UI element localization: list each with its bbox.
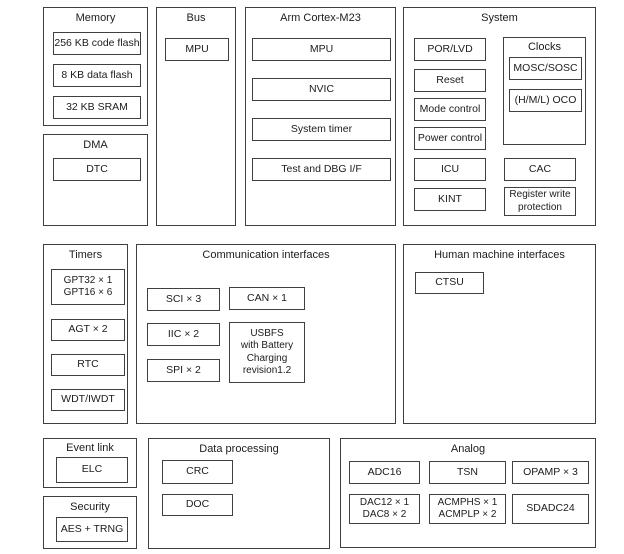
group-memory: Memory 256 KB code flash 8 KB data flash… — [43, 7, 148, 126]
block-icu: ICU — [414, 158, 486, 181]
block-kint: KINT — [414, 188, 486, 211]
dac-line2: DAC8 × 2 — [362, 509, 407, 520]
usbfs-line3: Charging — [246, 352, 288, 364]
register-write-line1: Register write — [509, 189, 571, 201]
block-doc: DOC — [162, 494, 233, 516]
block-acmp: ACMPHS × 1 ACMPLP × 2 — [429, 494, 506, 524]
timers-title: Timers — [68, 249, 103, 261]
hmi-title: Human machine interfaces — [434, 249, 565, 261]
block-cortex-mpu: MPU — [252, 38, 391, 61]
block-cac: CAC — [504, 158, 576, 181]
acmp-line1: ACMPHS × 1 — [437, 496, 498, 508]
block-data-flash: 8 KB data flash — [53, 64, 141, 87]
usbfs-line4: revision1.2 — [242, 364, 292, 376]
block-system-timer: System timer — [252, 118, 391, 141]
block-elc: ELC — [56, 457, 128, 483]
block-wdt-iwdt: WDT/IWDT — [51, 389, 125, 411]
block-ctsu: CTSU — [415, 272, 484, 294]
acmp-line2: ACMPLP × 2 — [438, 509, 497, 520]
group-dma: DMA DTC — [43, 134, 148, 226]
block-dtc: DTC — [53, 158, 141, 181]
data-processing-title: Data processing — [199, 443, 279, 455]
block-sram: 32 KB SRAM — [53, 96, 141, 119]
usbfs-line1: USBFS — [250, 327, 284, 339]
block-can: CAN × 1 — [229, 287, 305, 310]
block-sci: SCI × 3 — [147, 288, 220, 311]
register-write-line2: protection — [518, 201, 562, 213]
block-adc16: ADC16 — [349, 461, 420, 484]
block-por-lvd: POR/LVD — [414, 38, 486, 61]
group-analog: Analog ADC16 TSN OPAMP × 3 DAC12 × 1 DAC… — [340, 438, 596, 548]
block-agt: AGT × 2 — [51, 319, 125, 341]
block-iic: IIC × 2 — [147, 323, 220, 346]
block-power-control: Power control — [414, 127, 486, 150]
security-title: Security — [70, 501, 110, 513]
block-nvic: NVIC — [252, 78, 391, 101]
analog-title: Analog — [450, 443, 486, 455]
bus-title: Bus — [186, 12, 206, 24]
memory-title: Memory — [75, 12, 116, 24]
block-mode-control: Mode control — [414, 98, 486, 121]
group-event-link: Event link ELC — [43, 438, 137, 488]
block-test-dbg: Test and DBG I/F — [252, 158, 391, 181]
event-link-title: Event link — [66, 442, 114, 454]
group-system: System POR/LVD Reset Mode control Power … — [403, 7, 596, 226]
block-tsn: TSN — [429, 461, 506, 484]
block-crc: CRC — [162, 460, 233, 484]
comm-title: Communication interfaces — [202, 249, 330, 261]
block-code-flash: 256 KB code flash — [53, 32, 141, 55]
block-dac: DAC12 × 1 DAC8 × 2 — [349, 494, 420, 524]
dma-title: DMA — [83, 139, 108, 151]
dac-line1: DAC12 × 1 — [359, 496, 410, 508]
block-bus-mpu: MPU — [165, 38, 229, 61]
block-usbfs: USBFS with Battery Charging revision1.2 — [229, 322, 305, 383]
block-sdadc24: SDADC24 — [512, 494, 589, 524]
group-bus: Bus MPU — [156, 7, 236, 226]
block-spi: SPI × 2 — [147, 359, 220, 382]
usbfs-line2: with Battery — [240, 340, 294, 352]
block-register-write-protection: Register write protection — [504, 187, 576, 216]
block-opamp: OPAMP × 3 — [512, 461, 589, 484]
group-security: Security AES + TRNG — [43, 496, 137, 549]
group-clocks: Clocks MOSC/SOSC (H/M/L) OCO — [503, 37, 586, 145]
group-cortex: Arm Cortex-M23 MPU NVIC System timer Tes… — [245, 7, 396, 226]
group-data-processing: Data processing CRC DOC — [148, 438, 330, 549]
gpt-line1: GPT32 × 1 — [63, 274, 113, 286]
group-comm-interfaces: Communication interfaces SCI × 3 IIC × 2… — [136, 244, 396, 424]
gpt-line2: GPT16 × 6 — [63, 287, 113, 298]
block-reset: Reset — [414, 69, 486, 92]
cortex-title: Arm Cortex-M23 — [280, 12, 361, 24]
system-title: System — [481, 12, 518, 24]
group-hmi: Human machine interfaces CTSU — [403, 244, 596, 424]
block-gpt: GPT32 × 1 GPT16 × 6 — [51, 269, 125, 305]
group-timers: Timers GPT32 × 1 GPT16 × 6 AGT × 2 RTC W… — [43, 244, 128, 424]
clocks-title: Clocks — [527, 41, 561, 53]
block-rtc: RTC — [51, 354, 125, 376]
block-mosc-sosc: MOSC/SOSC — [509, 57, 582, 80]
block-aes-trng: AES + TRNG — [56, 517, 128, 542]
block-oco: (H/M/L) OCO — [509, 89, 582, 112]
